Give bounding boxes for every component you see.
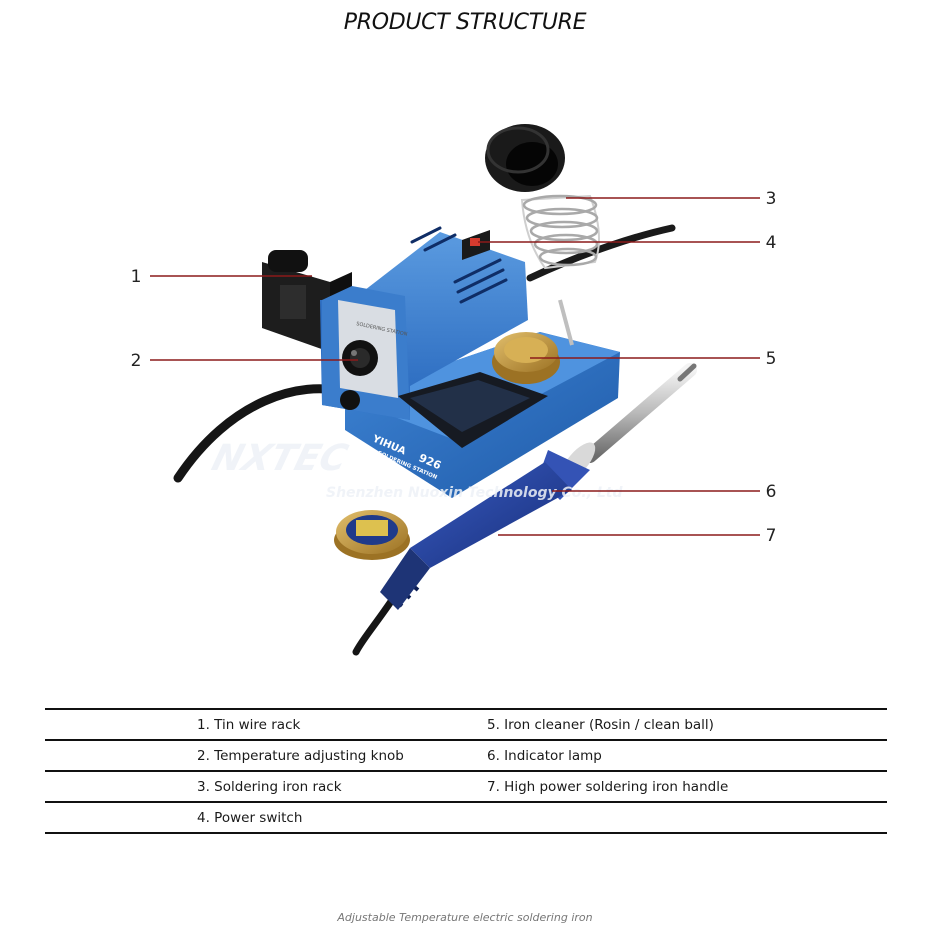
callout-number-3: 3 [766,189,777,209]
cord-grommet [340,390,360,410]
soldering-iron [380,363,697,610]
legend-spacer [45,771,197,803]
callout-number-1: 1 [131,267,142,287]
page-title: PRODUCT STRUCTURE [343,10,587,35]
callout-number-7: 7 [766,526,777,546]
callout-number-2: 2 [131,351,142,371]
legend-item-left: 3. Soldering iron rack [197,771,487,803]
watermark-company: Shenzhen Nuoxin Technology Co., Ltd [326,485,623,501]
legend-item-right: 5. Iron cleaner (Rosin / clean ball) [487,708,887,741]
callout-number-4: 4 [766,233,777,253]
legend-item-right: 7. High power soldering iron handle [487,771,887,803]
legend-item-right: 6. Indicator lamp [487,740,887,772]
callout-layer: 1 2 3 4 5 6 7 [131,189,777,546]
tip-cleaner-tin [334,510,410,560]
rear-cord [526,224,676,282]
legend-spacer [45,740,197,772]
power-switch [462,230,490,260]
footer-caption: Adjustable Temperature electric solderin… [337,911,593,924]
legend-item-right [487,802,887,834]
legend-spacer [45,802,197,834]
watermark-logo: NXTEC [208,437,353,479]
soldering-iron-rack [485,124,600,346]
temperature-knob [342,340,378,376]
iron-cord [352,596,396,656]
legend-spacer [45,708,197,741]
tin-wire-rack [262,250,352,352]
legend-row: 4. Power switch [45,802,887,834]
product-diagram: SOLDERING STATION YIHUA 926 SOLDERING ST… [131,124,777,656]
callout-number-6: 6 [766,482,777,502]
vent-slots [410,226,508,304]
legend-item-left: 1. Tin wire rack [197,708,487,741]
legend-item-left: 4. Power switch [197,802,487,834]
callout-number-5: 5 [766,349,777,369]
legend-item-left: 2. Temperature adjusting knob [197,740,487,772]
iron-cleaner [492,332,560,384]
iron-handle [410,462,572,568]
